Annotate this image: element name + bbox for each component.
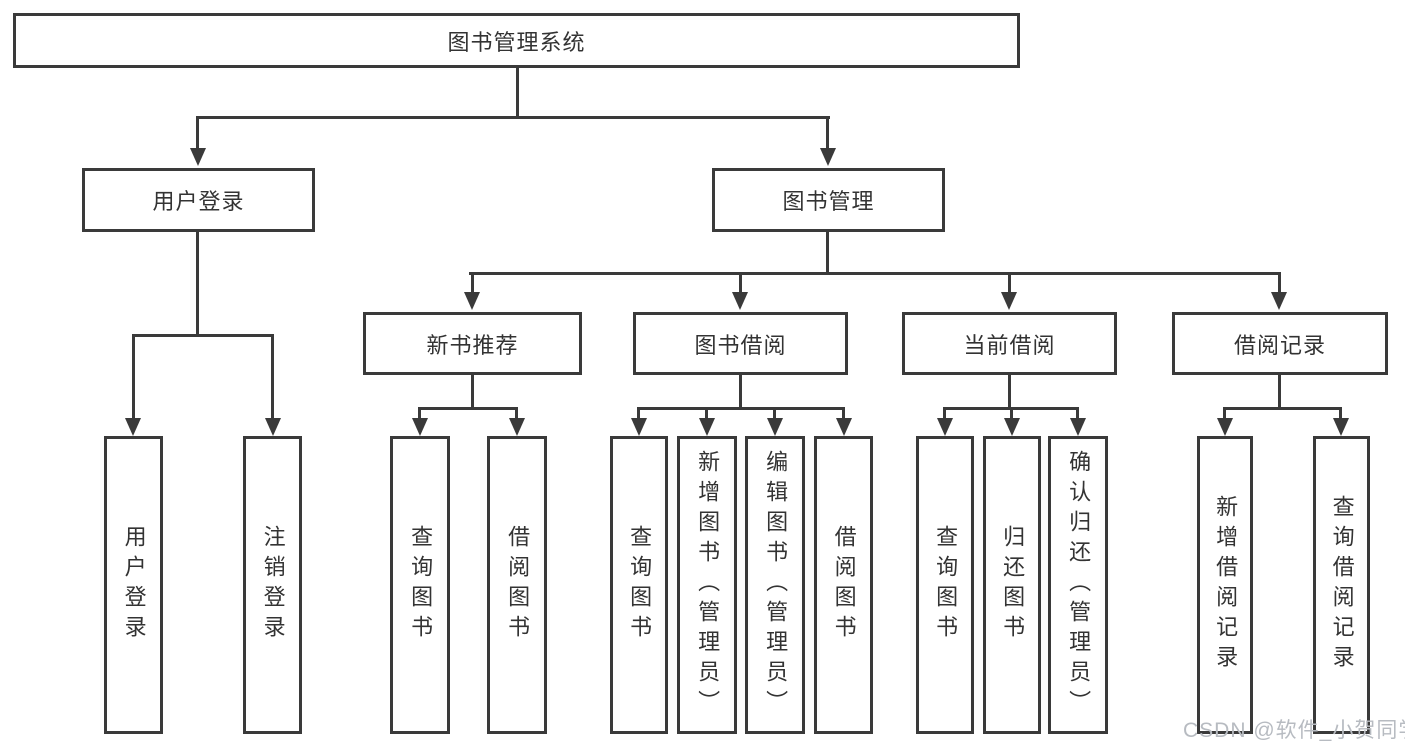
connector-line	[132, 334, 135, 420]
leaf-cb-confirm-return-admin-label: 确认归还（管理员）	[1066, 450, 1092, 720]
arrowhead-down-icon	[836, 418, 852, 436]
arrowhead-down-icon	[631, 418, 647, 436]
node-current-borrow-label: 当前借阅	[963, 332, 1056, 358]
leaf-nbr-query-books: 查询图书	[390, 436, 450, 734]
connector-line	[418, 407, 421, 420]
arrowhead-down-icon	[732, 292, 748, 310]
node-user-login-label: 用户登录	[152, 189, 245, 214]
node-root: 图书管理系统	[13, 13, 1020, 68]
arrowhead-down-icon	[1217, 418, 1233, 436]
connector-line	[1278, 272, 1281, 294]
leaf-nbr-query-books-label: 查询图书	[408, 525, 434, 645]
connector-line	[196, 116, 199, 154]
connector-line	[516, 66, 519, 118]
leaf-bb-add-book-admin-label: 新增图书（管理员）	[695, 450, 721, 720]
arrowhead-down-icon	[464, 292, 480, 310]
connector-line	[132, 334, 274, 337]
connector-line	[1223, 407, 1226, 420]
connector-line	[1278, 373, 1281, 409]
connector-line	[515, 407, 518, 420]
connector-line	[773, 407, 776, 420]
leaf-cb-confirm-return-admin: 确认归还（管理员）	[1048, 436, 1108, 734]
leaf-br-query-record-label: 查询借阅记录	[1329, 495, 1355, 675]
leaf-bb-query-books: 查询图书	[610, 436, 668, 734]
connector-line	[471, 373, 474, 409]
leaf-bb-borrow-books: 借阅图书	[814, 436, 873, 734]
leaf-logout-label: 注销登录	[260, 525, 286, 645]
node-new-book-recommend: 新书推荐	[363, 312, 582, 375]
node-book-borrow: 图书借阅	[633, 312, 848, 375]
node-book-management: 图书管理	[712, 168, 945, 232]
leaf-logout: 注销登录	[243, 436, 302, 734]
watermark: CSDN @软件_小贺同学	[1183, 719, 1405, 742]
leaf-user-login: 用户登录	[104, 436, 163, 734]
connector-line	[1008, 272, 1011, 294]
arrowhead-down-icon	[767, 418, 783, 436]
leaf-br-query-record: 查询借阅记录	[1313, 436, 1370, 734]
arrowhead-down-icon	[412, 418, 428, 436]
arrowhead-down-icon	[509, 418, 525, 436]
arrowhead-down-icon	[699, 418, 715, 436]
arrowhead-down-icon	[937, 418, 953, 436]
leaf-cb-return-books-label: 归还图书	[1000, 525, 1026, 645]
leaf-cb-query-books: 查询图书	[916, 436, 974, 734]
connector-line	[943, 407, 946, 420]
node-book-management-label: 图书管理	[782, 189, 875, 214]
leaf-cb-query-books-label: 查询图书	[933, 525, 959, 645]
arrowhead-down-icon	[1001, 292, 1017, 310]
connector-line	[1076, 407, 1079, 420]
node-current-borrow: 当前借阅	[902, 312, 1117, 375]
arrowhead-down-icon	[265, 418, 281, 436]
leaf-nbr-borrow-books-label: 借阅图书	[505, 525, 531, 645]
leaf-nbr-borrow-books: 借阅图书	[487, 436, 547, 734]
leaf-bb-edit-book-admin: 编辑图书（管理员）	[745, 436, 805, 734]
leaf-cb-return-books: 归还图书	[983, 436, 1041, 734]
connector-line	[739, 373, 742, 409]
connector-line	[637, 407, 845, 410]
leaf-bb-add-book-admin: 新增图书（管理员）	[677, 436, 737, 734]
connector-line	[1339, 407, 1342, 420]
node-book-borrow-label: 图书借阅	[694, 332, 787, 358]
node-new-book-recommend-label: 新书推荐	[426, 332, 519, 358]
leaf-bb-edit-book-admin-label: 编辑图书（管理员）	[763, 450, 789, 720]
connector-line	[826, 116, 829, 154]
connector-line	[196, 116, 830, 119]
connector-line	[842, 407, 845, 420]
arrowhead-down-icon	[1070, 418, 1086, 436]
connector-line	[826, 230, 829, 275]
connector-line	[1008, 373, 1011, 409]
connector-line	[705, 407, 708, 420]
node-root-label: 图书管理系统	[447, 29, 586, 55]
connector-line	[471, 272, 474, 294]
leaf-bb-borrow-books-label: 借阅图书	[831, 525, 857, 645]
connector-line	[739, 272, 742, 294]
arrowhead-down-icon	[1333, 418, 1349, 436]
arrowhead-down-icon	[1271, 292, 1287, 310]
arrowhead-down-icon	[820, 148, 836, 166]
connector-line	[1223, 407, 1342, 410]
leaf-bb-query-books-label: 查询图书	[627, 525, 653, 645]
node-borrow-records-label: 借阅记录	[1233, 332, 1326, 358]
connector-line	[271, 334, 274, 420]
leaf-br-add-record-label: 新增借阅记录	[1213, 495, 1239, 675]
node-borrow-records: 借阅记录	[1172, 312, 1388, 375]
leaf-br-add-record: 新增借阅记录	[1197, 436, 1253, 734]
connector-line	[196, 230, 199, 337]
leaf-user-login-label: 用户登录	[121, 525, 147, 645]
connector-line	[637, 407, 640, 420]
node-user-login: 用户登录	[82, 168, 315, 232]
arrowhead-down-icon	[1004, 418, 1020, 436]
connector-line	[469, 272, 1281, 275]
arrowhead-down-icon	[190, 148, 206, 166]
connector-line	[418, 407, 518, 410]
connector-line	[1010, 407, 1013, 420]
arrowhead-down-icon	[125, 418, 141, 436]
